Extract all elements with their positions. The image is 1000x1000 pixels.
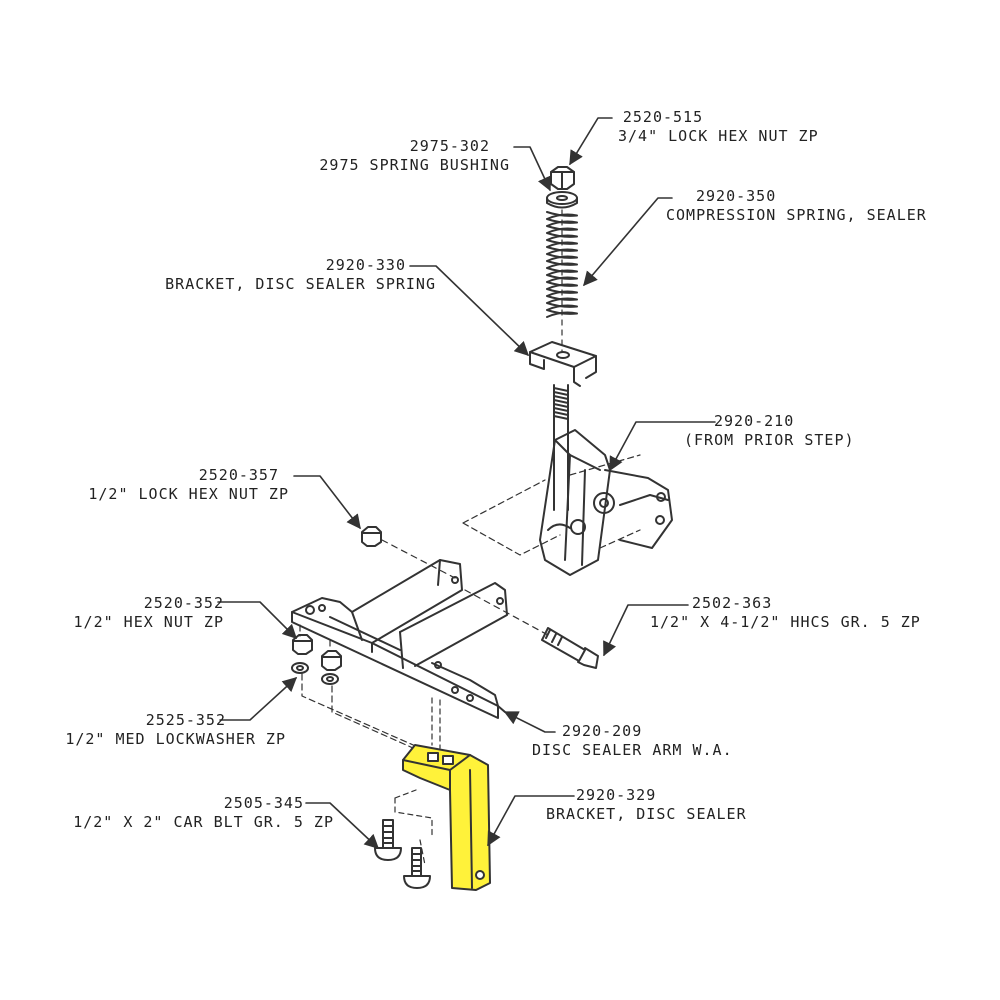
leader-lock-nut-1-2 [293,475,361,530]
lock-nut-axis [381,539,456,579]
part-description: 1/2" LOCK HEX NUT ZP [88,485,289,503]
callout-lock-nut-3-4: 2520-515 3/4" LOCK HEX NUT ZP [618,108,819,146]
leader-car-bolt [305,802,380,849]
lock-hex-nut-1-2-part [361,526,382,547]
hhcs-bolt-part [541,627,599,669]
disc-sealer-spring-bracket-part [529,341,597,387]
leader-spring-bracket [409,265,530,357]
part-number: 2920-330 [325,256,406,274]
callout-sealer-bracket: 2920-329 BRACKET, DISC SEALER [546,786,747,824]
part-description: 3/4" LOCK HEX NUT ZP [618,127,819,145]
leader-lock-nut-3-4 [569,117,613,166]
part-number: 2920-350 [696,187,777,205]
callout-spring-bushing: 2975-302 2975 SPRING BUSHING [283,137,510,175]
part-description: BRACKET, DISC SEALER [546,805,747,823]
part-description: COMPRESSION SPRING, SEALER [666,206,927,224]
part-number: 2520-352 [143,594,224,612]
leader-spring-bushing [513,146,552,192]
part-number: 2502-363 [692,594,773,612]
callout-compression-spring: 2920-350 COMPRESSION SPRING, SEALER [666,187,927,225]
hex-nut-1-2-part [292,634,342,671]
leader-prior-step [609,421,716,472]
fastener-dash-paths [299,624,441,761]
leader-lockwasher [219,677,298,721]
part-number: 2525-352 [145,711,226,729]
callout-hhcs: 2502-363 1/2" X 4-1/2" HHCS GR. 5 ZP [650,594,921,632]
leader-hex-nut-1-2 [217,601,298,640]
mounting-plane-outline [462,454,641,556]
part-number: 2975-302 [409,137,490,155]
leader-hhcs [603,604,689,657]
part-number: 2920-210 [714,412,795,430]
callout-lock-nut-1-2: 2520-357 1/2" LOCK HEX NUT ZP [44,466,289,504]
callout-lockwasher: 2525-352 1/2" MED LOCKWASHER ZP [16,711,286,749]
callout-prior-step: 2920-210 (FROM PRIOR STEP) [684,412,855,450]
leader-sealer-arm [503,711,556,733]
carriage-bolt-dash-paths [394,789,433,866]
part-description: 1/2" X 2" CAR BLT GR. 5 ZP [73,813,334,831]
lock-hex-nut-3-4-part [550,166,575,190]
disc-sealer-arm-part [291,559,508,719]
callout-hex-nut-1-2: 2520-352 1/2" HEX NUT ZP [48,594,224,632]
prior-step-assembly [539,429,673,576]
part-description: 1/2" X 4-1/2" HHCS GR. 5 ZP [650,613,921,631]
part-description: 1/2" HEX NUT ZP [73,613,224,631]
part-description: DISC SEALER ARM W.A. [532,741,733,759]
leader-compression-spring [583,197,673,287]
part-number: 2520-357 [198,466,279,484]
part-description: BRACKET, DISC SEALER SPRING [165,275,436,293]
part-description: 2975 SPRING BUSHING [319,156,510,174]
disc-sealer-bracket-part [402,744,491,891]
part-number: 2520-515 [622,108,704,126]
part-number: 2505-345 [223,794,304,812]
part-number: 2920-209 [562,722,643,740]
callout-spring-bracket: 2920-330 BRACKET, DISC SEALER SPRING [128,256,436,294]
carriage-bolt-part [374,819,431,889]
compression-spring-part [546,211,578,318]
threaded-rod-part [553,384,569,511]
part-number: 2920-329 [576,786,657,804]
part-description: 1/2" MED LOCKWASHER ZP [65,730,286,748]
part-description: (FROM PRIOR STEP) [684,431,855,449]
spring-bushing-part [546,191,578,209]
bracket-alignment-dashes [431,697,441,749]
hhcs-axis [464,589,549,636]
callout-car-bolt: 2505-345 1/2" X 2" CAR BLT GR. 5 ZP [34,794,334,832]
callout-sealer-arm: 2920-209 DISC SEALER ARM W.A. [532,722,733,760]
leader-sealer-bracket [487,795,575,847]
lockwasher-part [291,662,339,685]
